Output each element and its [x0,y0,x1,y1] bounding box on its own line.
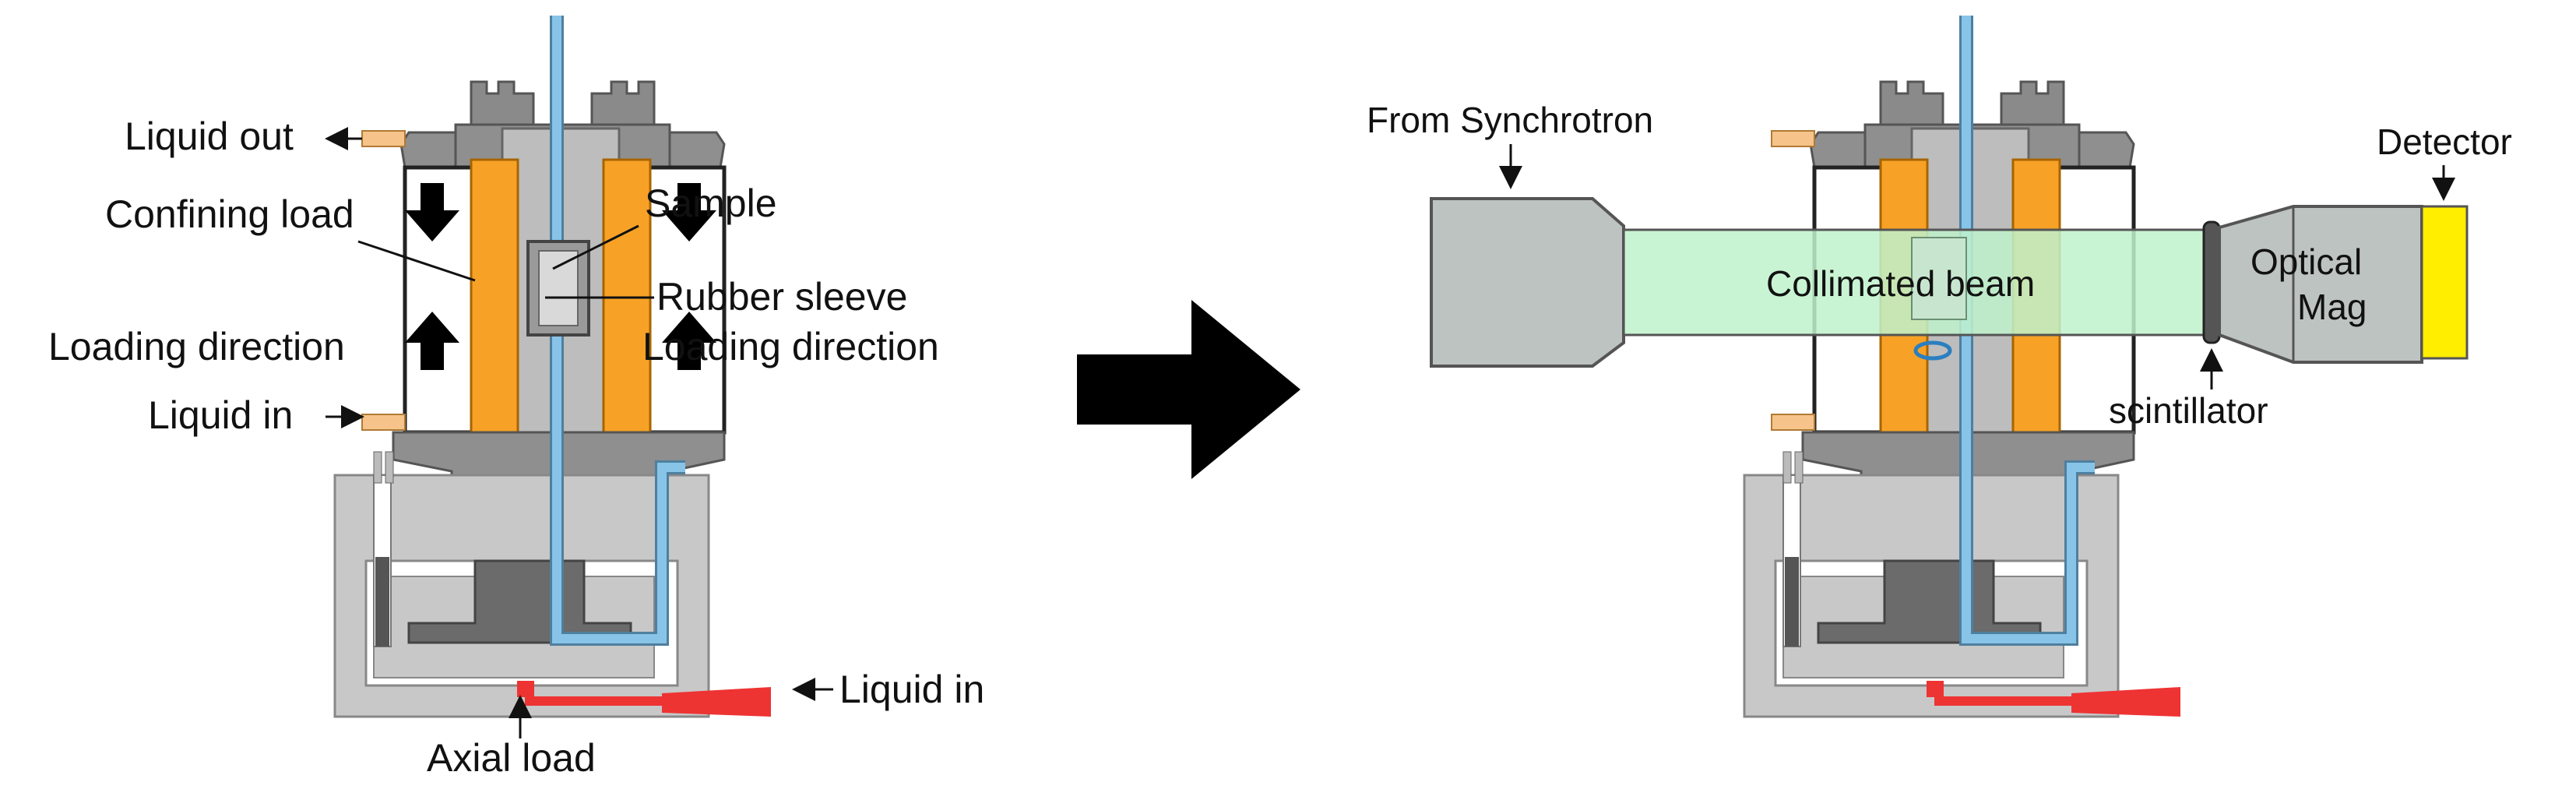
detector-shape [2420,205,2469,360]
up-arrow-icon [662,312,716,370]
label-liquid-in-top: Liquid in [148,393,293,437]
label-optical-mag-line1: Optical [2250,241,2362,282]
label-from-synchrotron: From Synchrotron [1367,100,1653,140]
label-axial-load: Axial load [427,736,596,780]
label-loading-direction-right: Loading direction [642,325,939,368]
optical-mag-shape [2218,205,2423,364]
up-arrow-icon [405,312,459,370]
scintillator-shape [2202,220,2221,344]
label-liquid-out: Liquid out [125,115,294,158]
label-liquid-in-bottom: Liquid in [839,668,984,711]
rotation-icon [1913,340,1952,361]
label-detector: Detector [2377,122,2512,162]
label-loading-direction-left: Loading direction [48,325,345,368]
label-confining-load: Confining load [105,192,354,236]
label-rubber-sleeve: Rubber sleeve [656,275,907,319]
label-optical-mag-line2: Mag [2297,287,2367,327]
sample-leader [552,224,639,270]
label-collimated-beam: Collimated beam [1766,263,2035,304]
label-sample: Sample [645,181,777,225]
confining-load-leader [357,240,476,282]
sample-in-beam-shape [1911,237,1967,320]
process-arrow-icon [1077,300,1300,479]
label-scintillator: scintillator [2109,390,2268,431]
down-arrow-icon [662,183,716,241]
down-arrow-icon [405,183,459,241]
right-triaxial-cell [1744,16,2180,717]
sample-shape [538,250,579,326]
synchrotron-source-shape [1430,197,1625,368]
